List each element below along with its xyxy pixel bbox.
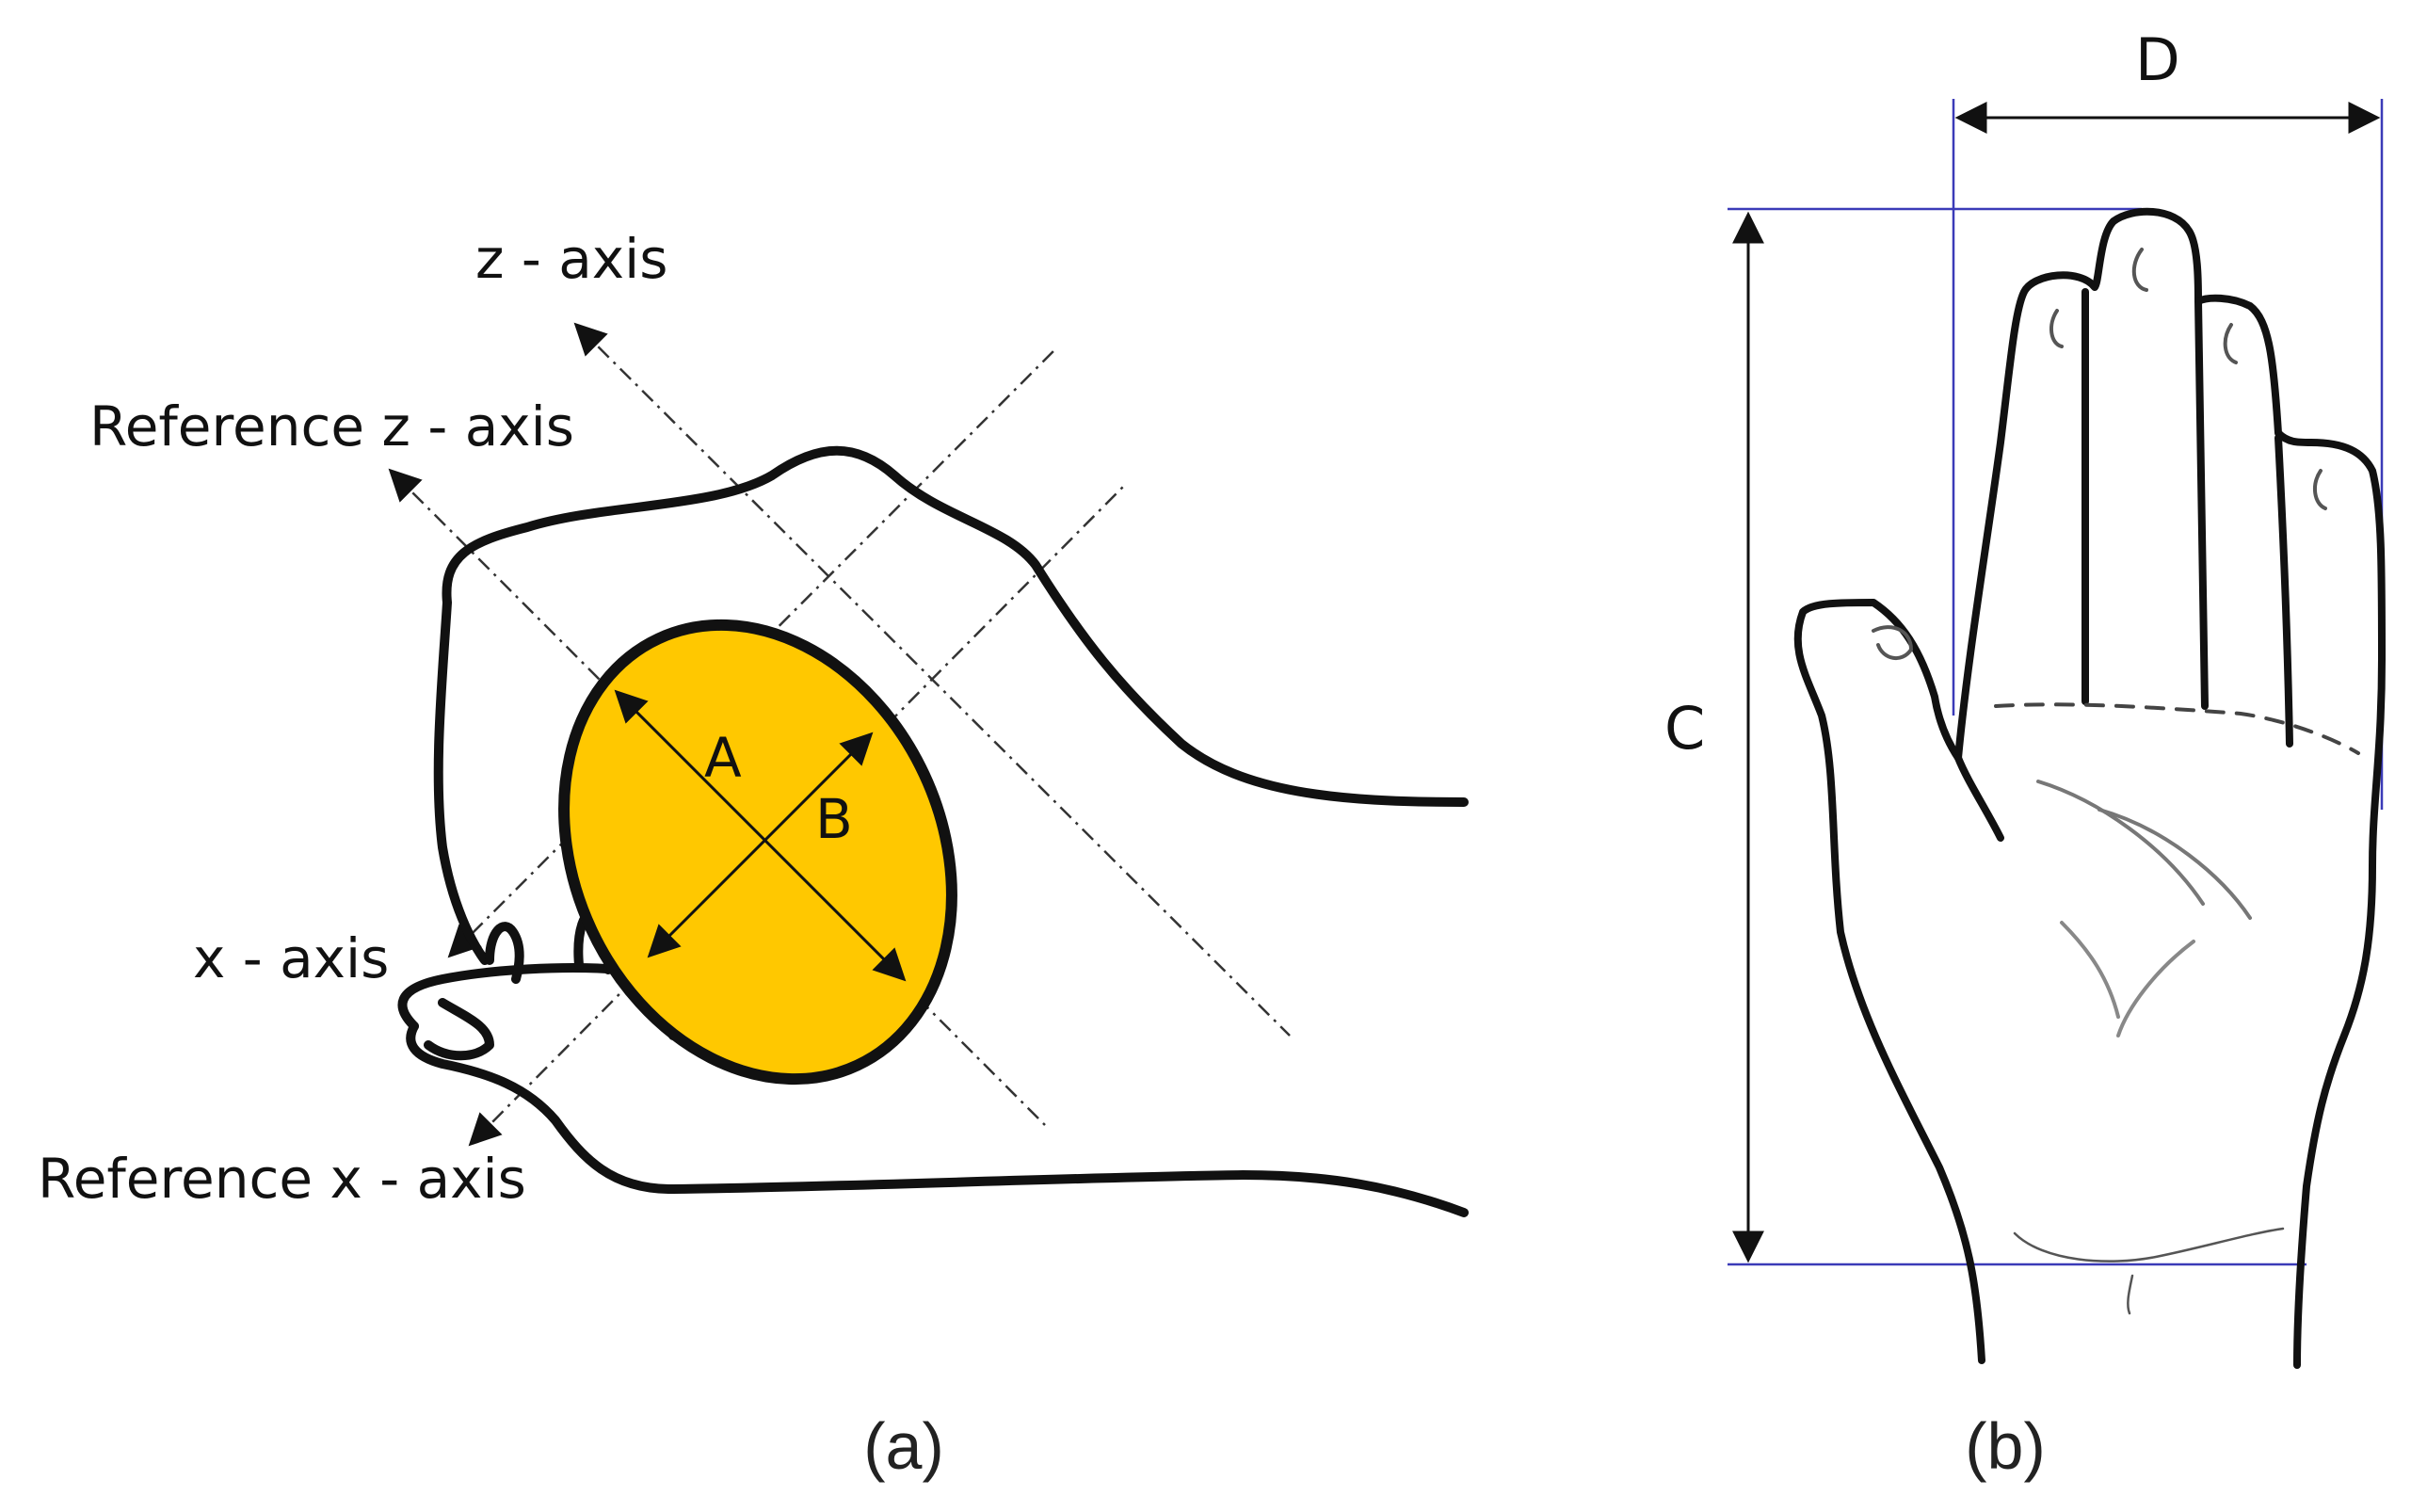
thumb-nail [424,998,494,1061]
dimension-a-label: A [704,726,742,790]
x-axis-label: x - axis [193,926,389,990]
knuckle-line [1994,702,2360,755]
panel-b: C D (b) [1664,25,2386,1483]
panel-a: A B z - axis Reference z - axis x - axis… [38,227,1469,1483]
panel-a-caption: (a) [863,1409,944,1483]
held-object-ellipse [558,619,957,1086]
open-hand-contour [1793,207,2386,1369]
dimension-c-label: C [1664,694,1705,763]
index-finger-tip [485,922,524,984]
hand-lower-contour [406,1021,1469,1217]
open-hand-outline [1793,207,2386,1369]
finger-line-3 [2274,434,2293,748]
dimension-d-label: D [2135,25,2180,94]
fingernails [1872,248,2327,660]
palm-crease-1 [2036,780,2205,906]
palm-details [1994,702,2360,1315]
ring-nail [2223,323,2238,364]
thumb-base-line [1954,754,2004,842]
wrist-mark [2127,1274,2134,1315]
reference-z-axis-label: Reference z - axis [89,394,574,458]
middle-nail [2131,248,2148,292]
measurement-guide-lines [1728,99,2384,1266]
palm-crease-2 [2098,808,2252,920]
index-nail [2049,309,2064,348]
hand-upper-contour [433,445,1469,965]
z-axis-label: z - axis [475,227,667,291]
z-axis-line [573,322,1291,1037]
palm-crease-3 [2060,921,2120,1019]
wrist-crease [2013,1227,2285,1263]
object-dimension-arrows [614,689,907,982]
dimension-b-arrow [647,732,874,958]
dimension-b-label: B [815,787,853,851]
reference-x-axis-label: Reference x - axis [38,1147,526,1211]
hand-dimension-arrows [1732,102,2381,1263]
little-nail [2313,469,2327,510]
finger-line-2 [2194,298,2209,710]
panel-b-caption: (b) [1965,1409,2046,1483]
thumb-nail [1872,625,1914,660]
palm-crease-4 [2116,940,2195,1037]
